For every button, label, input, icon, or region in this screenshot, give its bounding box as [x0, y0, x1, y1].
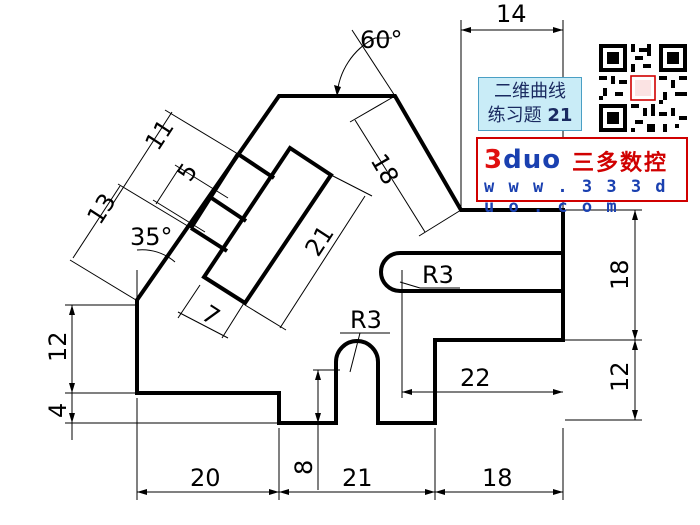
dim-right-18: 18: [606, 259, 634, 290]
exercise-title-card: 二维曲线 练习题 21: [478, 77, 582, 131]
brand-banner: 3duo 三多数控 w w w . 3 3 3 d u o . c o m: [476, 137, 688, 217]
dim-bottom-18: 18: [482, 464, 513, 492]
dim-diag-13: 13: [82, 188, 122, 229]
dim-bottom-21: 21: [342, 464, 373, 492]
dim-edge-18: 18: [365, 149, 405, 189]
brand-name: 三多数控: [572, 151, 669, 176]
brand-url: w w w . 3 3 3 d u o . c o m: [484, 177, 668, 217]
part-outline: [135, 94, 565, 425]
dim-bottom-22: 22: [460, 364, 491, 392]
dim-slot-7: 7: [197, 300, 225, 332]
step-notch: [189, 152, 276, 253]
brand-logo: 3duo: [484, 145, 562, 175]
dim-slot-21: 21: [300, 220, 340, 261]
exercise-number: 21: [547, 105, 573, 126]
title-line-2: 练习题 21: [487, 105, 573, 126]
arrowheads: [69, 27, 638, 495]
dim-height-8: 8: [290, 460, 318, 475]
dim-left-12: 12: [44, 331, 72, 362]
dim-right-12: 12: [606, 361, 634, 392]
dim-radius-right: R3: [422, 261, 454, 289]
dim-angle-35: 35°: [130, 223, 173, 251]
dim-top-14: 14: [496, 0, 527, 28]
dim-radius-bottom: R3: [350, 306, 382, 334]
dim-bottom-20: 20: [190, 464, 221, 492]
dim-left-4: 4: [44, 403, 72, 418]
qr-code-icon: [599, 44, 687, 132]
right-slot: [379, 251, 563, 293]
dim-angle-60: 60°: [360, 26, 403, 54]
title-line-1: 二维曲线: [494, 81, 566, 102]
dim-slot-5: 5: [172, 158, 204, 186]
dim-diag-11: 11: [140, 114, 180, 155]
inclined-slot: [201, 145, 334, 306]
